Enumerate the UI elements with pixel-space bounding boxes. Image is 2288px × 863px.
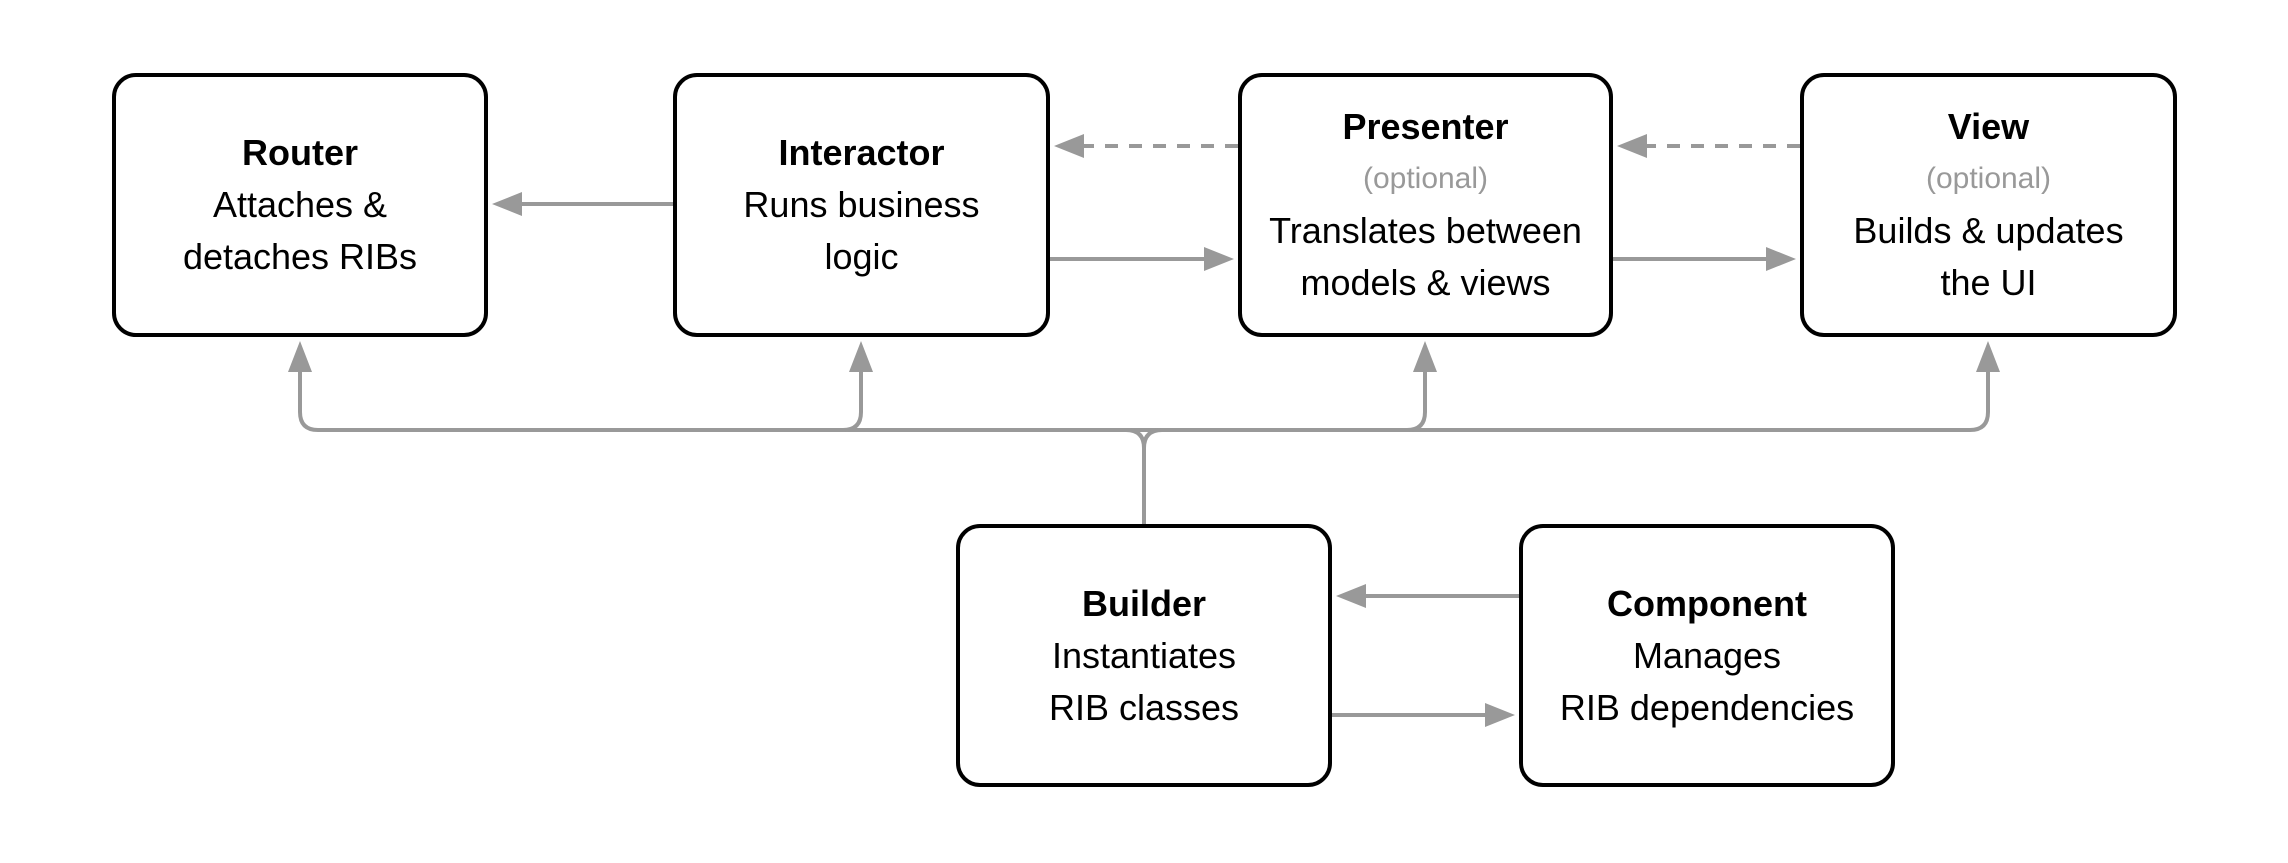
arrowhead-presenter-to-view — [1766, 247, 1796, 271]
node-component: Component Manages RIB dependencies — [1519, 524, 1895, 787]
node-view-title: View — [1947, 106, 2030, 147]
node-component-title: Component — [1607, 582, 1807, 624]
edge-builder-feed-right-corner — [1142, 428, 1163, 449]
node-builder: Builder Instantiates RIB classes — [956, 524, 1332, 787]
node-presenter: Presenter (optional) Translates between … — [1238, 73, 1613, 337]
edge-builder-stub-interactor — [842, 368, 863, 432]
arrowhead-component-to-builder — [1336, 584, 1366, 608]
arrowhead-builder-to-interactor — [849, 341, 873, 372]
node-router-line: detaches RIBs — [182, 236, 418, 277]
node-router: Router Attaches & detaches RIBs — [112, 73, 488, 337]
node-router-line: Attaches & — [212, 184, 388, 225]
node-router-title: Router — [242, 132, 358, 173]
arrowhead-interactor-to-presenter — [1204, 247, 1234, 271]
node-presenter-line: models & views — [1300, 262, 1551, 303]
arrowhead-builder-to-view — [1976, 341, 2000, 372]
node-presenter-optional-label: (optional) — [1362, 162, 1489, 195]
node-builder-title: Builder — [1081, 582, 1206, 624]
node-view-line: Builds & updates — [1853, 210, 2124, 251]
node-interactor-line: logic — [824, 236, 899, 277]
node-component-line: RIB dependencies — [1559, 686, 1855, 728]
node-view: View (optional) Builds & updates the UI — [1800, 73, 2177, 337]
node-builder-line: Instantiates — [1051, 634, 1237, 676]
node-interactor: Interactor Runs business logic — [673, 73, 1050, 337]
edge-builder-feed — [1125, 428, 1146, 524]
edge-builder-stub-presenter — [1406, 368, 1427, 432]
edge-builder-bus — [298, 368, 1990, 432]
arrowhead-view-to-presenter — [1617, 134, 1647, 158]
node-interactor-title: Interactor — [778, 132, 945, 173]
node-presenter-line: Translates between — [1269, 210, 1582, 251]
arrowhead-presenter-to-interactor — [1054, 134, 1084, 158]
node-view-line: the UI — [1940, 262, 2037, 303]
node-builder-line: RIB classes — [1048, 686, 1240, 728]
arrowhead-interactor-to-router — [492, 192, 522, 216]
node-view-optional-label: (optional) — [1925, 162, 2052, 195]
node-component-line: Manages — [1632, 634, 1782, 676]
arrowhead-builder-to-router — [288, 341, 312, 372]
arrowhead-builder-to-component — [1485, 703, 1515, 727]
arrowhead-builder-to-presenter — [1413, 341, 1437, 372]
node-interactor-line: Runs business — [743, 184, 980, 225]
node-presenter-title: Presenter — [1342, 106, 1509, 147]
